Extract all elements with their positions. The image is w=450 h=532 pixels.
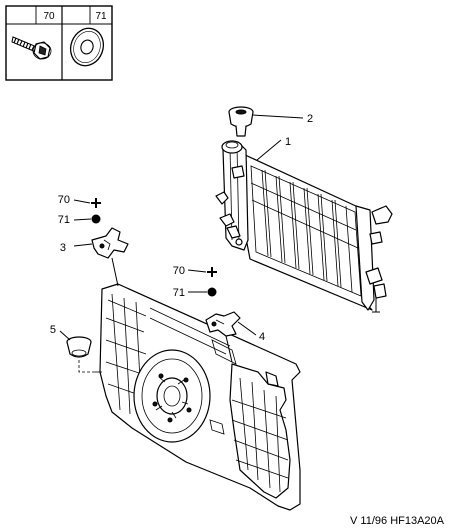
screw-icon (11, 36, 52, 60)
callout-5: 5 (50, 324, 56, 336)
legend-box: 70 71 (5, 5, 113, 81)
leader-lines (59, 114, 304, 341)
fastener-markers-left (91, 198, 101, 224)
bracket-right (205, 311, 241, 363)
callout-3: 3 (60, 242, 66, 254)
callout-1: 1 (285, 136, 291, 148)
grommet (66, 336, 94, 373)
legend-number-71: 71 (95, 11, 107, 22)
washer-icon (69, 27, 105, 67)
fastener-markers-right (207, 267, 217, 297)
callout-71-right: 71 (173, 287, 185, 299)
drawing-reference: V 11/96 HF13A20A (350, 515, 445, 527)
callout-71-left: 71 (58, 214, 70, 226)
callout-2: 2 (307, 113, 313, 125)
callout-70-right: 70 (173, 265, 185, 277)
radiator-cap (228, 106, 254, 137)
legend-number-70: 70 (43, 11, 55, 22)
callout-70-left: 70 (58, 194, 70, 206)
radiator (215, 106, 393, 313)
fan-shroud (94, 283, 301, 511)
bracket-left (91, 227, 129, 287)
callout-4: 4 (259, 331, 265, 343)
